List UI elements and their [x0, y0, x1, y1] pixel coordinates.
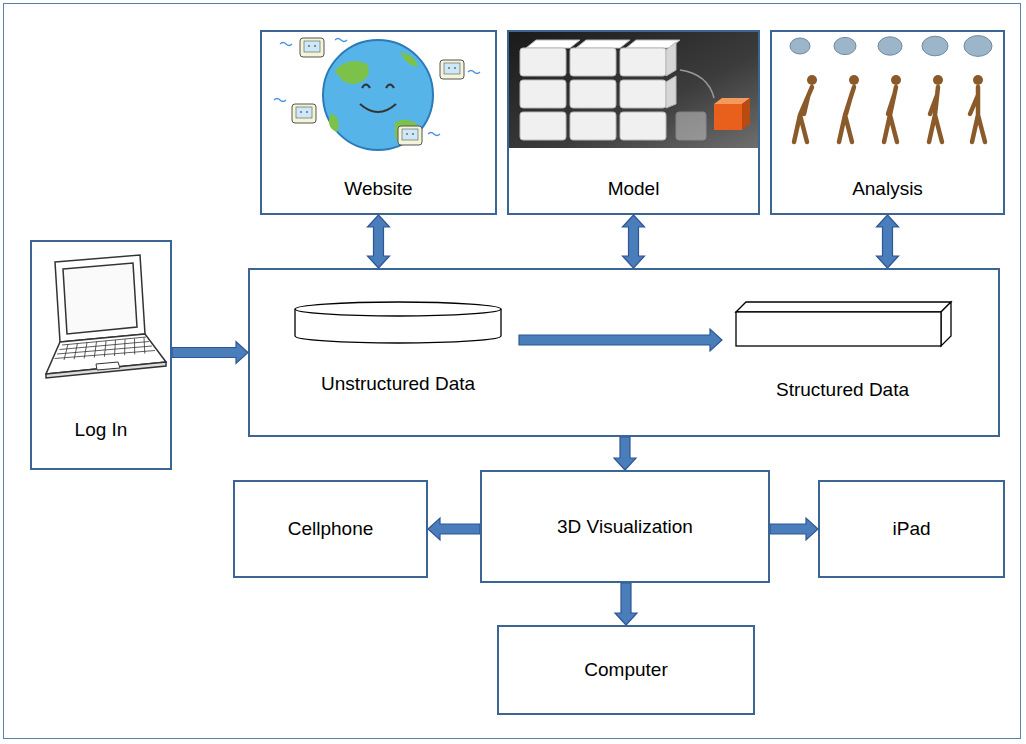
- evolution-illustration: [790, 36, 992, 142]
- database-cylinder: Unstructured Data: [285, 300, 511, 400]
- block-arrow: [519, 329, 722, 351]
- cuboid-outline: [730, 298, 955, 350]
- label-holder: Unstructured Data: [285, 372, 511, 396]
- process-box: 3D Visualization: [480, 470, 770, 583]
- node-label: Unstructured Data: [321, 372, 475, 396]
- node-label: Structured Data: [776, 378, 909, 402]
- node-label: iPad: [892, 517, 930, 541]
- cylinder-outline: [285, 300, 511, 346]
- analysis-box: Analysis: [770, 30, 1005, 215]
- node-label: Computer: [584, 658, 667, 682]
- block-arrow: [428, 518, 480, 540]
- cubes-illustration: [509, 32, 758, 148]
- node-label: Analysis: [852, 177, 923, 201]
- device-box: Cellphone: [233, 480, 428, 578]
- label-holder: Structured Data: [730, 378, 955, 402]
- block-arrow: [770, 518, 818, 540]
- block-arrow: [623, 215, 645, 268]
- laptop-illustration: [46, 255, 166, 378]
- block-arrow: [172, 342, 248, 364]
- device-box: Computer: [497, 625, 755, 715]
- node-label: 3D Visualization: [557, 515, 693, 539]
- node-label: Website: [344, 177, 412, 201]
- website-box: Website: [260, 30, 497, 215]
- block-arrow: [877, 215, 899, 268]
- node-label: Log In: [75, 418, 128, 442]
- data-container: Unstructured Data Structured Data: [248, 268, 1000, 437]
- node-label: Model: [608, 177, 660, 201]
- node-label: Cellphone: [288, 517, 374, 541]
- login-box: Log In: [30, 240, 172, 470]
- outer-frame: [3, 3, 1021, 739]
- device-box: iPad: [818, 480, 1005, 578]
- block-arrow: [615, 583, 637, 625]
- model-box: Model: [507, 30, 760, 215]
- block-arrow: [614, 437, 636, 470]
- block-arrow: [368, 215, 390, 268]
- structured-cuboid: Structured Data: [730, 298, 955, 402]
- globe-illustration: [274, 38, 480, 150]
